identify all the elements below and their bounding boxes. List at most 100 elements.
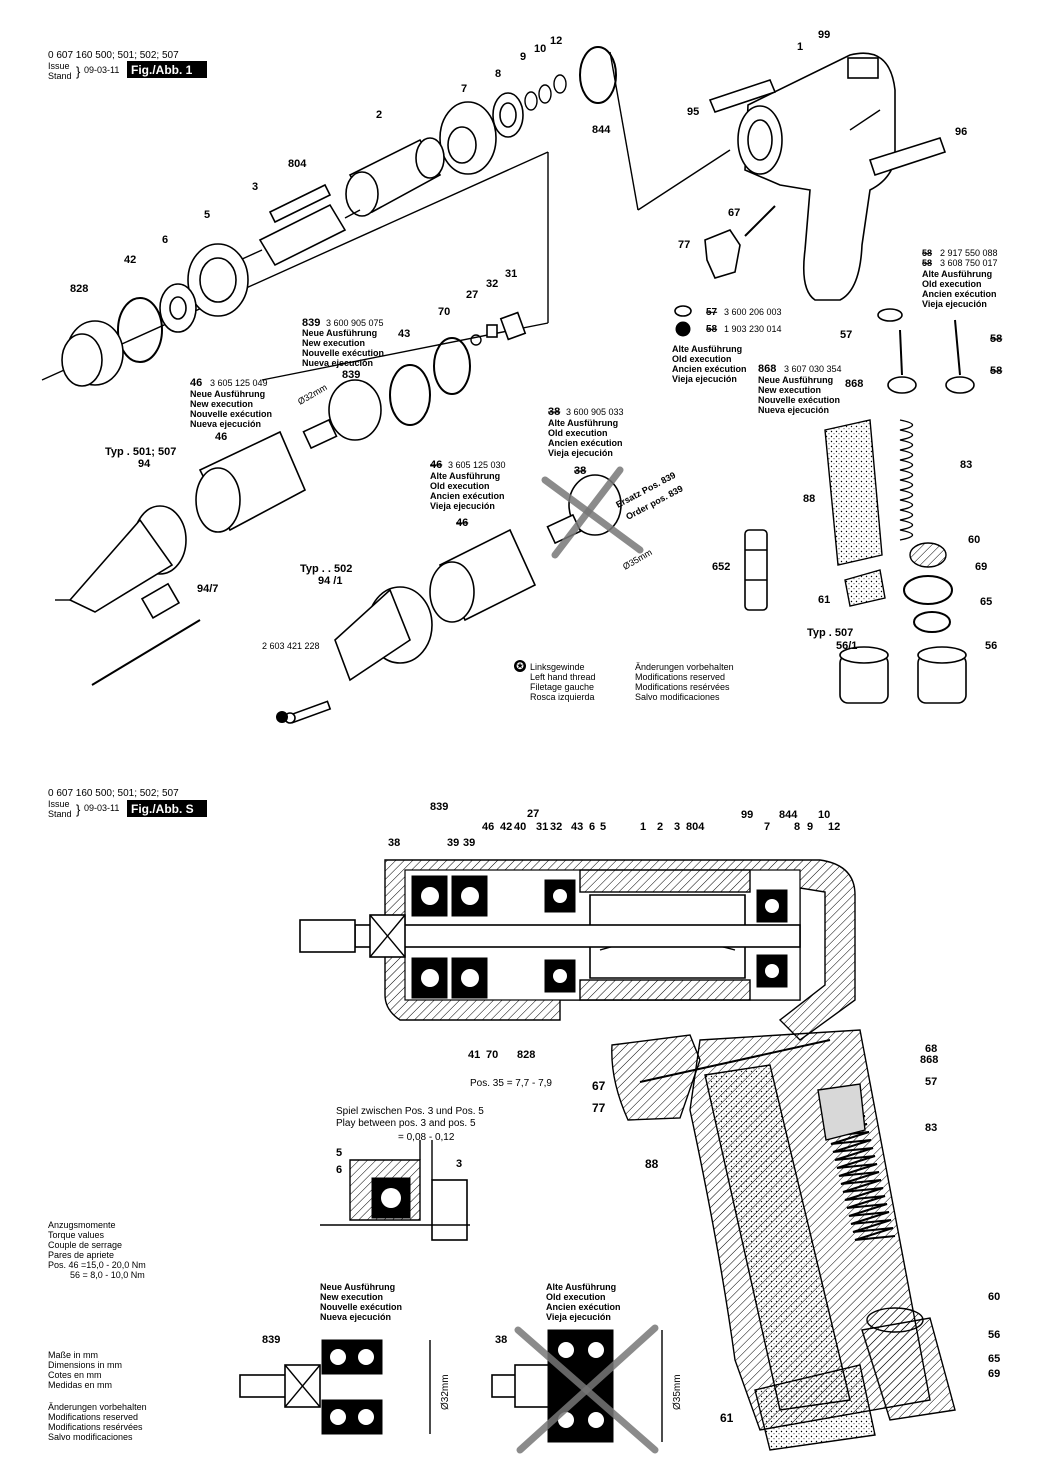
housing bbox=[737, 52, 896, 301]
svg-text:12: 12 bbox=[828, 821, 840, 833]
ring-12 bbox=[553, 74, 567, 94]
svg-text:Alte Ausführung: Alte Ausführung bbox=[672, 344, 742, 354]
svg-text:Modifications resérvées: Modifications resérvées bbox=[635, 682, 730, 692]
svg-text:6: 6 bbox=[336, 1164, 342, 1176]
svg-text:✪: ✪ bbox=[516, 662, 524, 672]
play-text-de: Spiel zwischen Pos. 3 und Pos. 5 bbox=[336, 1106, 484, 1117]
detail-old-execution bbox=[491, 1324, 663, 1454]
vane-804 bbox=[268, 183, 332, 224]
svg-text:Old execution: Old execution bbox=[922, 279, 982, 289]
label-828: 828 bbox=[70, 283, 88, 295]
fig1-label: Fig./Abb. 1 bbox=[131, 63, 193, 77]
fig1-legend: ✪ Linksgewinde Left hand thread Filetage… bbox=[276, 660, 734, 723]
svg-text:39: 39 bbox=[463, 837, 475, 849]
cylinder-section-top bbox=[579, 869, 751, 893]
svg-text:Vieja ejecución: Vieja ejecución bbox=[546, 1312, 611, 1322]
svg-text:Ancien exécution: Ancien exécution bbox=[672, 364, 747, 374]
svg-text:Ancien exécution: Ancien exécution bbox=[430, 491, 505, 501]
label-46-old: 46 bbox=[456, 517, 468, 529]
svg-text:27: 27 bbox=[527, 808, 539, 820]
gear-plate-5 bbox=[187, 243, 249, 317]
svg-text:31: 31 bbox=[536, 821, 548, 833]
label-94-7: 94/7 bbox=[197, 583, 218, 595]
nut-46-old bbox=[429, 528, 537, 623]
fig1-artwork bbox=[41, 46, 975, 724]
chuck-94 bbox=[55, 505, 187, 613]
label-42: 42 bbox=[124, 254, 136, 266]
svg-text:Alte Ausführung: Alte Ausführung bbox=[922, 269, 992, 279]
svg-text:Couple de serrage: Couple de serrage bbox=[48, 1240, 122, 1250]
planet-31 bbox=[499, 311, 527, 341]
svg-text:3 600 905 075: 3 600 905 075 bbox=[326, 318, 384, 328]
pin-32 bbox=[486, 324, 498, 338]
label-88: 88 bbox=[803, 493, 815, 505]
cross-out bbox=[541, 476, 644, 554]
info-box-38: 38 3 600 905 033 Alte Ausführung Old exe… bbox=[548, 406, 624, 458]
svg-text:3: 3 bbox=[674, 821, 680, 833]
svg-text:2 917 550 088: 2 917 550 088 bbox=[940, 248, 998, 258]
svg-text:}: } bbox=[76, 64, 81, 79]
label-83: 83 bbox=[960, 459, 972, 471]
svg-text:46: 46 bbox=[430, 459, 442, 471]
fig1-stand-label: Stand bbox=[48, 71, 72, 81]
figS-model: 0 607 160 500; 501; 502; 507 bbox=[48, 788, 179, 799]
label-57: 57 bbox=[840, 329, 852, 341]
svg-text:Ancien exécution: Ancien exécution bbox=[922, 289, 997, 299]
svg-text:43: 43 bbox=[571, 821, 583, 833]
label-12: 12 bbox=[550, 35, 562, 47]
washer-57 bbox=[877, 308, 903, 322]
svg-text:Medidas en mm: Medidas en mm bbox=[48, 1380, 112, 1390]
fig1-label-box bbox=[127, 61, 207, 78]
svg-text:Nouvelle exécution: Nouvelle exécution bbox=[320, 1302, 402, 1312]
svg-text:Dimensions in mm: Dimensions in mm bbox=[48, 1360, 122, 1370]
label-1: 1 bbox=[797, 41, 803, 53]
svg-text:Ancien exécution: Ancien exécution bbox=[546, 1302, 621, 1312]
figS-label: Fig./Abb. S bbox=[131, 802, 194, 816]
svg-text:57: 57 bbox=[925, 1076, 937, 1088]
label-58: 58 bbox=[990, 333, 1002, 345]
svg-text:Vieja ejecución: Vieja ejecución bbox=[922, 299, 987, 309]
dia32-label: Ø32mm bbox=[296, 382, 329, 407]
typ-501-507: Typ . 501; 507 bbox=[105, 446, 176, 458]
svg-text:57: 57 bbox=[706, 307, 718, 318]
svg-text:}: } bbox=[76, 802, 81, 817]
ball-58-symbol bbox=[675, 321, 691, 337]
svg-text:Nouvelle exécution: Nouvelle exécution bbox=[758, 395, 840, 405]
oring-844 bbox=[579, 46, 617, 104]
svg-text:5: 5 bbox=[336, 1147, 342, 1159]
svg-text:Old execution: Old execution bbox=[546, 1292, 606, 1302]
svg-text:40: 40 bbox=[514, 821, 526, 833]
label-58b: 58 bbox=[990, 365, 1002, 377]
svg-text:Neue Ausführung: Neue Ausführung bbox=[302, 328, 377, 338]
label-96: 96 bbox=[955, 126, 967, 138]
svg-text:09-03-11: 09-03-11 bbox=[84, 803, 119, 813]
svg-text:Nouvelle exécution: Nouvelle exécution bbox=[190, 409, 272, 419]
label-94: 94 bbox=[138, 458, 151, 470]
spring-83 bbox=[899, 419, 914, 541]
svg-text:77: 77 bbox=[592, 1101, 606, 1115]
info-box-868: 868 3 607 030 354 Neue Ausführung New ex… bbox=[758, 363, 842, 415]
svg-text:Modifications reserved: Modifications reserved bbox=[48, 1412, 138, 1422]
figS-label-box bbox=[127, 800, 207, 817]
label-839: 839 bbox=[342, 369, 360, 381]
fig1-model: 0 607 160 500; 501; 502; 507 bbox=[48, 50, 179, 61]
label-61: 61 bbox=[818, 594, 830, 606]
figS-header: 0 607 160 500; 501; 502; 507 Issue Stand… bbox=[48, 788, 207, 819]
play-detail bbox=[320, 1140, 470, 1241]
chuck-key-94-7 bbox=[91, 582, 201, 686]
svg-text:Nueva ejecución: Nueva ejecución bbox=[302, 358, 373, 368]
svg-text:46: 46 bbox=[190, 377, 202, 389]
svg-text:Issue: Issue bbox=[48, 799, 70, 809]
svg-text:839: 839 bbox=[262, 1334, 280, 1346]
typ-502: Typ . . 502 bbox=[300, 563, 352, 575]
dia35-detail: Ø35mm bbox=[672, 1374, 683, 1410]
fig1-header: 0 607 160 500; 501; 502; 507 Issue Stand… bbox=[48, 50, 207, 81]
ring-43 bbox=[389, 364, 431, 426]
valve-868-section bbox=[817, 1083, 866, 1141]
dims-title: Maße in mm bbox=[48, 1350, 98, 1360]
svg-text:Änderungen vorbehalten: Änderungen vorbehalten bbox=[635, 662, 734, 672]
svg-text:839: 839 bbox=[302, 317, 320, 329]
label-99: 99 bbox=[818, 29, 830, 41]
svg-text:Old execution: Old execution bbox=[672, 354, 732, 364]
pos35-note: Pos. 35 = 7,7 - 7,9 bbox=[470, 1078, 552, 1089]
